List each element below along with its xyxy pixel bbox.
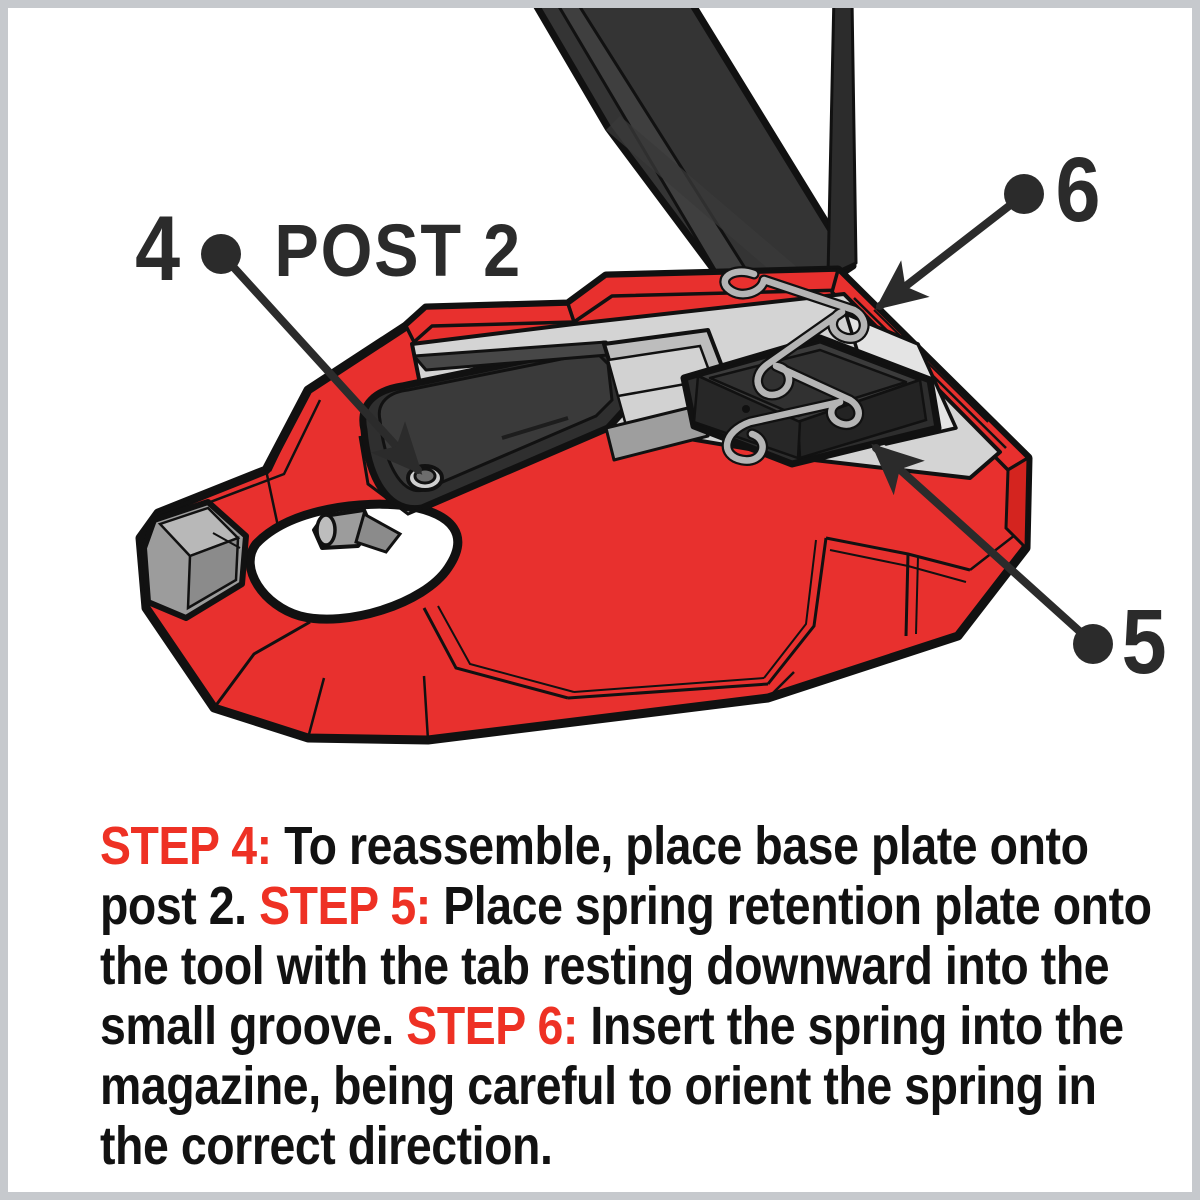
caption-text: magazine, being careful to orient the sp… <box>100 1056 1097 1116</box>
magazine-part <box>533 8 858 310</box>
callout-6-leader <box>874 174 1044 310</box>
caption-line-2: post 2. STEP 5: Place spring retention p… <box>100 876 1152 936</box>
inner-recess <box>358 266 1002 516</box>
caption-text: the correct direction. <box>100 1116 553 1176</box>
callout-5-leader <box>871 443 1113 664</box>
assembly-illustration: 4 POST 2 6 5 <box>135 8 1167 745</box>
cylinder-nub <box>312 508 403 554</box>
callout-4-number: 4 <box>135 198 180 300</box>
instruction-sheet: 4 POST 2 6 5 STEP 4: To reassemble, plac… <box>8 8 1192 1192</box>
caption-line-4: small groove. STEP 6: Insert the spring … <box>100 996 1124 1056</box>
caption-text: post 2. <box>100 876 260 936</box>
caption-line-5: magazine, being careful to orient the sp… <box>100 1056 1097 1116</box>
caption-line-3: the tool with the tab resting downward i… <box>100 936 1110 996</box>
caption-line-1: STEP 4: To reassemble, place base plate … <box>100 816 1089 876</box>
caption-text: small groove. <box>100 996 407 1056</box>
wire-spring-highlight <box>721 268 868 464</box>
caption-block: STEP 4: To reassemble, place base plate … <box>100 816 1152 1176</box>
caption-text: Place spring retention plate onto <box>430 876 1152 936</box>
caption-text: Insert the spring into the <box>577 996 1124 1056</box>
step-label: STEP 4: <box>100 816 272 876</box>
assembly-figure: 4 POST 2 6 5 <box>8 8 1192 798</box>
callout-6-number: 6 <box>1056 139 1101 241</box>
caption-line-6: the correct direction. <box>100 1116 1003 1176</box>
step-label: STEP 6: <box>406 996 578 1056</box>
callout-4-leader <box>201 234 423 475</box>
caption-text: To reassemble, place base plate onto <box>271 816 1089 876</box>
step-label: STEP 5: <box>259 876 431 936</box>
callout-labels: 4 POST 2 6 5 <box>135 139 1167 693</box>
callout-5-number: 5 <box>1122 591 1167 693</box>
callout-leaders <box>201 174 1113 664</box>
callout-4-label: POST 2 <box>274 209 522 292</box>
gray-block-part <box>141 499 249 621</box>
caption-text: the tool with the tab resting downward i… <box>100 936 1110 996</box>
